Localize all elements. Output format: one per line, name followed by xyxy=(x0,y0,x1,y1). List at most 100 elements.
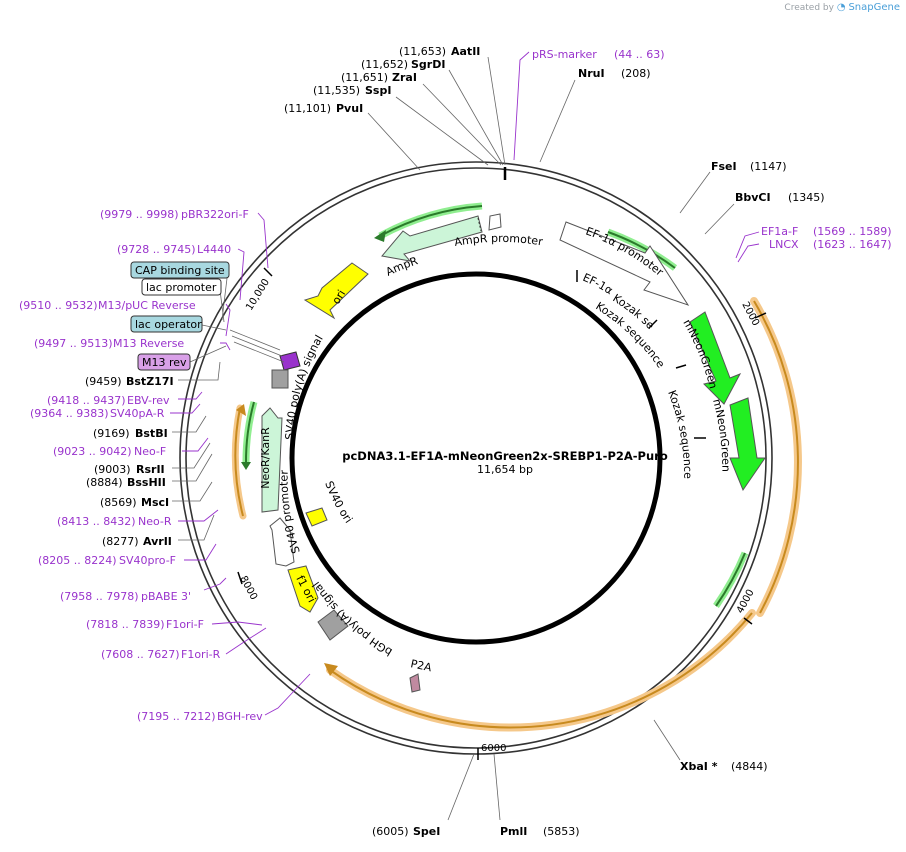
svg-text:BbvCI: BbvCI xyxy=(735,191,771,204)
orf-arrowhead-left xyxy=(236,404,246,416)
svg-text:Neo-F: Neo-F xyxy=(134,445,166,458)
restriction-site-pvui[interactable]: (11,101) PvuI xyxy=(284,102,363,115)
orf-arrow-left xyxy=(234,407,244,517)
primer-lncx[interactable]: LNCX (1623 .. 1647) xyxy=(769,238,892,251)
restriction-site-pmli[interactable]: PmlI (5853) xyxy=(500,825,580,838)
scale-label-6000: 6000 xyxy=(481,743,506,754)
svg-text:SV40pA-R: SV40pA-R xyxy=(110,407,165,420)
svg-text:(1147): (1147) xyxy=(750,160,787,173)
svg-text:L4440: L4440 xyxy=(197,243,231,256)
orf-arrowhead-bottom xyxy=(324,663,338,676)
primer-ef1a-f[interactable]: EF1a-F (1569 .. 1589) xyxy=(761,225,892,238)
primer-bgh-rev[interactable]: (7195 .. 7212) BGH-rev xyxy=(137,710,263,723)
feature-sv40-promoter-arrow xyxy=(269,517,295,567)
label-sv40-ori: SV40 ori xyxy=(322,479,355,525)
svg-text:(1569 .. 1589): (1569 .. 1589) xyxy=(813,225,892,238)
svg-text:(9459): (9459) xyxy=(85,375,122,388)
label-ori: ori xyxy=(330,288,349,307)
boxed-label-lac-promoter[interactable]: lac promoter xyxy=(141,278,222,296)
svg-text:(11,535): (11,535) xyxy=(313,84,360,97)
svg-text:PmlI: PmlI xyxy=(500,825,527,838)
feature-small-marker-purple xyxy=(279,351,301,371)
boxed-label-lac-operator[interactable]: lac operator xyxy=(130,315,203,333)
inner-label-ef1a-promoter: EF-1α promoter xyxy=(0,0,618,299)
feature-ef1a-promoter-arrow xyxy=(559,221,690,306)
primer-m13-reverse[interactable]: (9497 .. 9513) M13 Reverse xyxy=(34,337,184,350)
snapgene-logo-icon: ◔ xyxy=(836,2,846,13)
primer-sv40pa-r[interactable]: (9364 .. 9383) SV40pA-R xyxy=(30,407,165,420)
svg-text:(9728 .. 9745): (9728 .. 9745) xyxy=(117,243,196,256)
outer-backbone-ring xyxy=(179,161,773,755)
svg-text:(9510 .. 9532): (9510 .. 9532) xyxy=(19,299,98,312)
svg-text:(9418 .. 9437): (9418 .. 9437) xyxy=(47,394,126,407)
scale-tick-10000 xyxy=(263,267,273,277)
svg-text:(9023 .. 9042): (9023 .. 9042) xyxy=(53,445,132,458)
restriction-site-bstbi[interactable]: (9169) BstBI xyxy=(93,427,168,440)
svg-text:lac operator: lac operator xyxy=(135,318,202,331)
svg-text:Neo-R: Neo-R xyxy=(138,515,172,528)
outer-backbone-ring-inner xyxy=(185,167,767,749)
svg-text:BstBI: BstBI xyxy=(135,427,168,440)
svg-text:pBR322ori-F: pBR322ori-F xyxy=(181,208,249,221)
primer-neo-f[interactable]: (9023 .. 9042) Neo-F xyxy=(53,445,166,458)
svg-text:(7195 .. 7212): (7195 .. 7212) xyxy=(137,710,216,723)
svg-text:(9003): (9003) xyxy=(94,463,131,476)
restriction-site-bbvci[interactable]: BbvCI (1345) xyxy=(735,191,825,204)
restriction-site-zrai[interactable]: (11,651) ZraI xyxy=(341,71,417,84)
primer-pbabe-3[interactable]: (7958 .. 7978) pBABE 3' xyxy=(60,590,191,603)
svg-text:EBV-rev: EBV-rev xyxy=(127,394,170,407)
svg-text:(9497 .. 9513): (9497 .. 9513) xyxy=(34,337,113,350)
primer-pbr322ori-f[interactable]: (9979 .. 9998) pBR322ori-F xyxy=(100,208,249,221)
restriction-site-aatii[interactable]: (11,653) AatII xyxy=(399,45,480,58)
svg-text:F1ori-F: F1ori-F xyxy=(166,618,204,631)
svg-text:CAP binding site: CAP binding site xyxy=(135,264,225,277)
svg-text:(11,101): (11,101) xyxy=(284,102,331,115)
restriction-site-rsrii[interactable]: (9003) RsrII xyxy=(94,463,165,476)
svg-text:F1ori-R: F1ori-R xyxy=(181,648,221,661)
restriction-site-sgrdi[interactable]: (11,652) SgrDI xyxy=(361,58,445,71)
primer-l4440[interactable]: (9728 .. 9745) L4440 xyxy=(117,243,231,256)
primer-m13-puc-reverse[interactable]: (9510 .. 9532) M13/pUC Reverse xyxy=(19,299,196,312)
green-arrow-top-line xyxy=(379,205,483,237)
svg-text:(208): (208) xyxy=(621,67,651,80)
snapgene-watermark: Created by ◔ SnapGene xyxy=(784,2,900,13)
restriction-site-sspi[interactable]: (11,535) SspI xyxy=(313,84,391,97)
orf-arrow-right xyxy=(753,300,799,614)
restriction-site-xbai[interactable]: XbaI * (4844) xyxy=(680,760,768,773)
feature-sv40-ori-box xyxy=(305,507,328,527)
green-arrow-left-line xyxy=(244,401,255,465)
primer-ebv-rev[interactable]: (9418 .. 9437) EBV-rev xyxy=(47,394,170,407)
svg-text:M13 rev: M13 rev xyxy=(142,356,187,369)
restriction-site-bstz17i[interactable]: (9459) BstZ17I xyxy=(85,375,174,388)
boxed-label-cap-binding-site[interactable]: CAP binding site xyxy=(130,261,230,279)
green-arrow-right-line xyxy=(715,552,746,607)
svg-text:(1345): (1345) xyxy=(788,191,825,204)
orf-arrow-bottom xyxy=(329,612,753,729)
primer-sv40pro-f[interactable]: (8205 .. 8224) SV40pro-F xyxy=(38,554,176,567)
scale-tick-4000 xyxy=(743,617,753,625)
label-kozak-2: Kozak sequence xyxy=(665,388,694,479)
restriction-site-msci[interactable]: (8569) MscI xyxy=(100,496,169,509)
svg-text:RsrII: RsrII xyxy=(136,463,165,476)
restriction-site-fsei[interactable]: FseI (1147) xyxy=(711,160,787,173)
svg-text:(7608 .. 7627): (7608 .. 7627) xyxy=(101,648,180,661)
feature-mneongreen-1 xyxy=(689,311,742,405)
plasmid-name: pcDNA3.1-EF1A-mNeonGreen2x-SREBP1-P2A-Pu… xyxy=(342,449,668,463)
restriction-site-bsshii[interactable]: (8884) BssHII xyxy=(86,476,166,489)
primer-prs-marker[interactable]: pRS-marker (44 .. 63) xyxy=(532,48,665,61)
boxed-label-m13-rev[interactable]: M13 rev xyxy=(137,353,191,371)
svg-text:(9364 .. 9383): (9364 .. 9383) xyxy=(30,407,109,420)
primer-f1ori-f[interactable]: (7818 .. 7839) F1ori-F xyxy=(86,618,204,631)
primer-neo-r[interactable]: (8413 .. 8432) Neo-R xyxy=(57,515,172,528)
svg-text:FseI: FseI xyxy=(711,160,737,173)
restriction-site-avrii[interactable]: (8277) AvrII xyxy=(102,535,172,548)
svg-text:pRS-marker: pRS-marker xyxy=(532,48,597,61)
svg-text:SgrDI: SgrDI xyxy=(411,58,445,71)
restriction-site-nrui[interactable]: NruI (208) xyxy=(578,67,651,80)
svg-text:PvuI: PvuI xyxy=(336,102,363,115)
primer-f1ori-r[interactable]: (7608 .. 7627) F1ori-R xyxy=(101,648,221,661)
scale-tick-8000 xyxy=(237,571,243,585)
feature-ampr-arrow xyxy=(381,215,483,262)
restriction-site-spei[interactable]: (6005) SpeI xyxy=(372,825,440,838)
